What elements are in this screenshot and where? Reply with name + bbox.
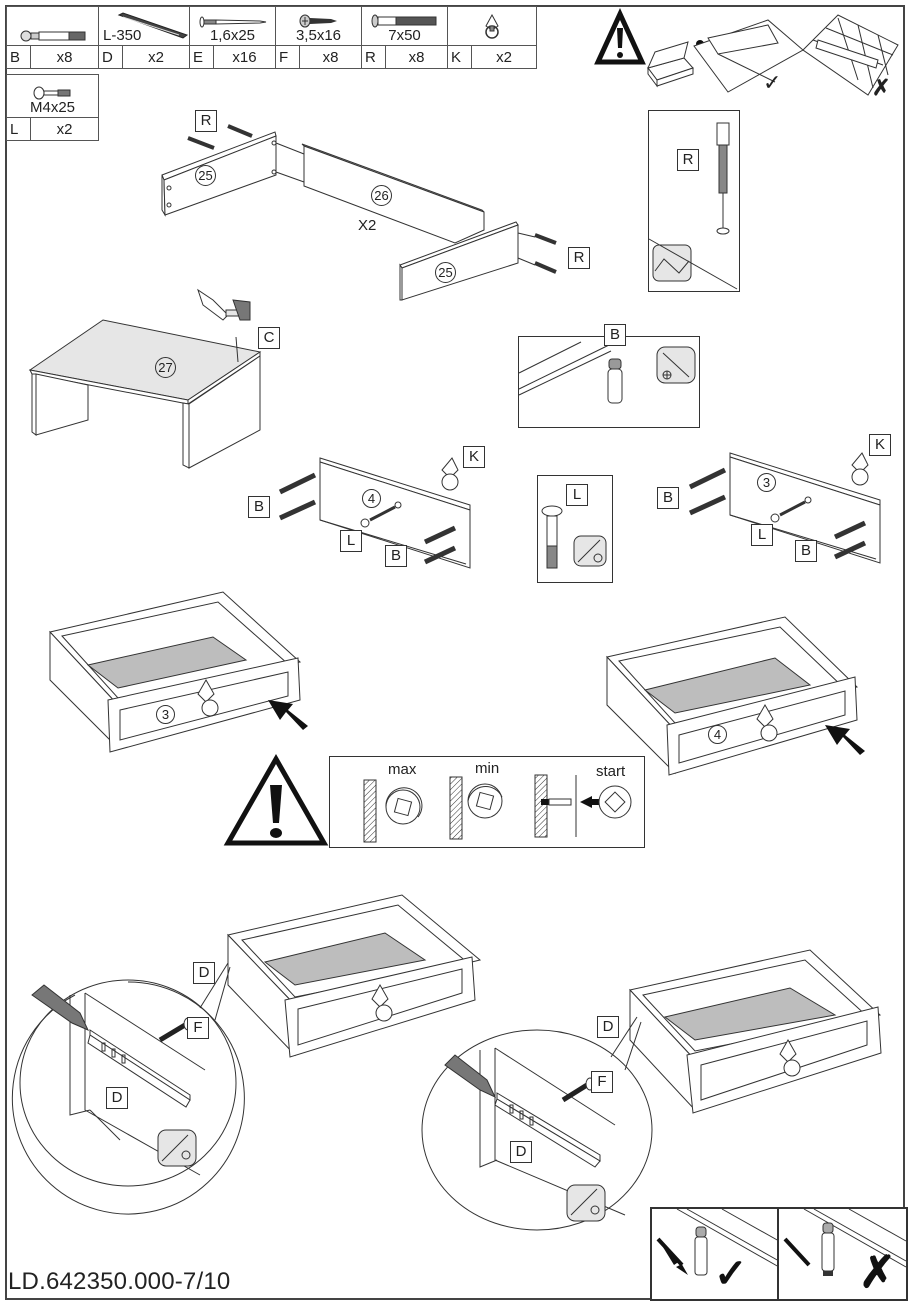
screwdriver-icon xyxy=(157,1129,197,1167)
dowel-depth-bad-panel: ✗ xyxy=(777,1207,908,1301)
callout-d-right-zoom: D xyxy=(510,1141,532,1163)
drawer-number-4: 4 xyxy=(708,725,727,744)
part-header-d: L-350 xyxy=(98,6,190,46)
callout-d-left: D xyxy=(193,962,215,984)
cam-max-icon xyxy=(385,789,421,825)
frame-assembly-diagram xyxy=(161,124,557,301)
runner-right-diagram xyxy=(421,949,882,1231)
callout-k-4: K xyxy=(463,446,485,468)
part-letter-e: E xyxy=(189,45,214,69)
dowel-b-detail xyxy=(518,336,700,428)
ring-handle-icon xyxy=(485,14,499,39)
warning-triangle-icon xyxy=(223,753,329,846)
callout-l-detail: L xyxy=(566,484,588,506)
warning-triangle-icon xyxy=(594,7,646,65)
drawer-4-diagram xyxy=(606,616,865,776)
part-header-e: 1,6x25 xyxy=(189,6,276,46)
bad-cross-icon: ✗ xyxy=(859,1248,896,1297)
drawer-runner-icon xyxy=(117,12,189,39)
callout-b-4b: B xyxy=(385,545,407,567)
part-qty-k: x2 xyxy=(471,45,537,69)
part-header-f: 3,5x16 xyxy=(275,6,362,46)
callout-r-3: R xyxy=(677,149,699,171)
top-nailing-diagram xyxy=(28,288,262,469)
ok-check-icon: ✓ xyxy=(714,1252,748,1296)
front-panel-3-diagram xyxy=(688,452,881,564)
hard-floor-bad: ✗ xyxy=(802,14,899,100)
part-size-d: L-350 xyxy=(103,27,142,44)
cam-label-max: max xyxy=(388,761,417,778)
nail-icon xyxy=(199,16,266,28)
callout-d-right: D xyxy=(597,1016,619,1038)
callout-b-3a: B xyxy=(657,487,679,509)
callout-l-3: L xyxy=(751,524,773,546)
part-size-f: 3,5x16 xyxy=(295,27,342,44)
parts-table-row2: M4x25 L x2 xyxy=(6,74,99,141)
callout-c: C xyxy=(258,327,280,349)
part-letter-l: L xyxy=(6,117,31,141)
part-qty-l: x2 xyxy=(30,117,99,141)
cam-start-icon xyxy=(598,785,632,819)
floor-protection-warning: ✓ ✗ xyxy=(594,7,899,100)
part-header-l: M4x25 xyxy=(6,74,99,118)
cam-adjust-panel: max min start xyxy=(329,756,645,848)
bolt-icon xyxy=(33,86,70,100)
part-header-r: 7x50 xyxy=(361,6,448,46)
dowel-connector-icon xyxy=(20,30,85,42)
panel-number-27: 27 xyxy=(155,357,176,378)
part-letter-d: D xyxy=(98,45,123,69)
part-header-b xyxy=(6,6,99,46)
part-header-k xyxy=(447,6,537,46)
part-qty-e: x16 xyxy=(213,45,276,69)
front-panel-4-diagram xyxy=(278,457,471,569)
callout-r-2: R xyxy=(568,247,590,269)
panel-number-26: 26 xyxy=(371,185,392,206)
part-letter-k: K xyxy=(447,45,472,69)
cam-min-icon xyxy=(467,783,503,819)
part-qty-d: x2 xyxy=(122,45,190,69)
part-letter-r: R xyxy=(361,45,386,69)
callout-l-4: L xyxy=(340,530,362,552)
panel-number-3: 3 xyxy=(757,473,776,492)
drawer-3-diagram xyxy=(49,591,308,753)
parts-table: L-350 1,6x25 3,5x16 xyxy=(6,6,537,69)
callout-k-3: K xyxy=(869,434,891,456)
multiplier-label: X2 xyxy=(358,217,377,234)
part-size-l: M4x25 xyxy=(29,99,76,116)
callout-f-left: F xyxy=(187,1017,209,1039)
callout-f-right: F xyxy=(591,1071,613,1093)
soft-surface-ok: ✓ xyxy=(693,19,804,95)
part-letter-b: B xyxy=(6,45,31,69)
part-qty-f: x8 xyxy=(299,45,362,69)
screwdriver-icon xyxy=(566,1184,606,1222)
callout-b-detail: B xyxy=(604,324,626,346)
confirmat-screw-icon xyxy=(371,14,436,28)
part-size-r: 7x50 xyxy=(388,27,421,44)
part-size-e: 1,6x25 xyxy=(209,27,256,44)
panel-number-25a: 25 xyxy=(195,165,216,186)
open-box-icon xyxy=(647,41,694,88)
callout-r-1: R xyxy=(195,110,217,132)
page-code: LD.642350.000-7/10 xyxy=(8,1268,231,1295)
callout-b-4a: B xyxy=(248,496,270,518)
part-size-b xyxy=(7,44,98,45)
wood-screw-icon xyxy=(299,14,337,28)
screw-r-detail xyxy=(648,110,740,292)
part-qty-b: x8 xyxy=(30,45,99,69)
panel-number-4: 4 xyxy=(362,489,381,508)
ok-check-icon: ✓ xyxy=(763,70,781,95)
part-qty-r: x8 xyxy=(385,45,448,69)
bad-cross-icon: ✗ xyxy=(872,75,890,100)
callout-b-3b: B xyxy=(795,540,817,562)
panel-number-25b: 25 xyxy=(435,262,456,283)
cam-label-min: min xyxy=(475,760,500,777)
dowel-depth-ok-panel: ✓ xyxy=(650,1207,781,1301)
runner-left-diagram xyxy=(11,894,482,1215)
cam-label-start: start xyxy=(596,763,626,780)
drawer-number-3: 3 xyxy=(156,705,175,724)
callout-d-left-zoom: D xyxy=(106,1087,128,1109)
part-letter-f: F xyxy=(275,45,300,69)
